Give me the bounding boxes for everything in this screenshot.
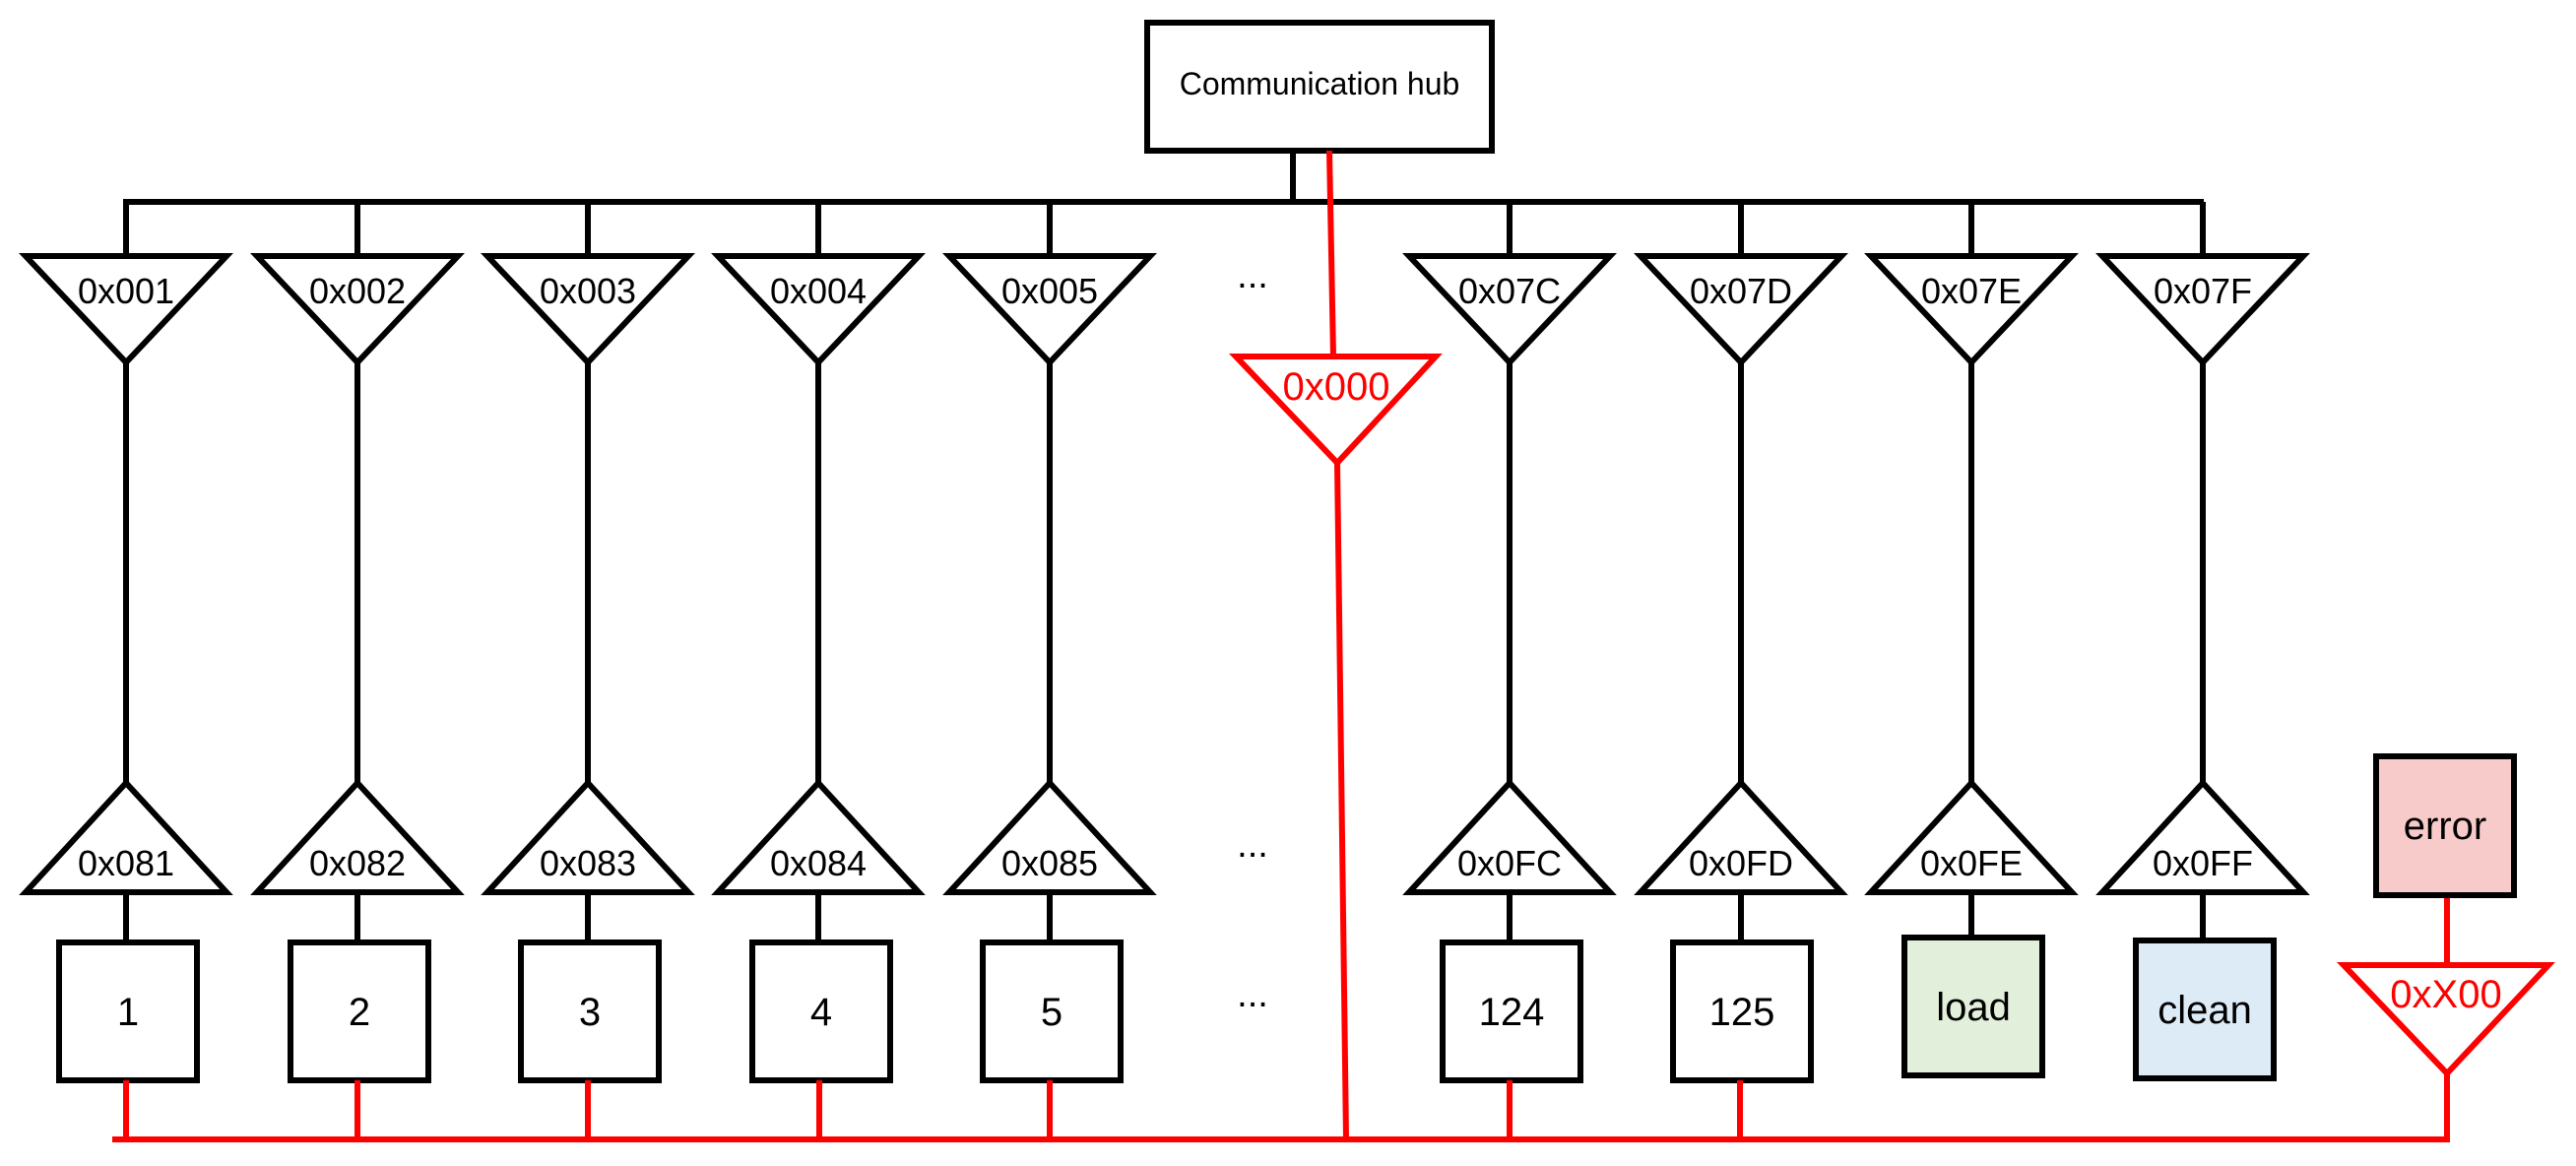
hub-label: Communication hub [1180, 66, 1460, 101]
rx-triangle-label: 0x084 [770, 843, 867, 883]
node-label: 3 [579, 991, 601, 1034]
tx-triangle [942, 253, 1157, 367]
tx-triangle-label: 0x07C [1458, 271, 1561, 311]
node-label: 124 [1479, 991, 1545, 1034]
node-label: 2 [349, 991, 370, 1034]
node-box [1901, 935, 2045, 1078]
node-label: 4 [810, 991, 832, 1034]
broadcast-label: 0x000 [1283, 365, 1390, 409]
node-label: clean [2157, 989, 2252, 1032]
node-label: 1 [117, 991, 139, 1034]
ellipsis-middle: ... [1237, 824, 1268, 866]
rx-triangle-label: 0x082 [309, 843, 406, 883]
channel-3: 0x003 0x083 3 [481, 202, 695, 1139]
error-triangle-label: 0xX00 [2390, 973, 2501, 1016]
tx-triangle-label: 0x001 [78, 271, 174, 311]
rx-triangle-label: 0x0FE [1920, 843, 2023, 883]
tx-triangle-label: 0x003 [540, 271, 636, 311]
channel-125: 0x07D 0x0FD 125 [1634, 202, 1848, 1139]
node-box [518, 939, 662, 1083]
error-box-label: error [2404, 805, 2486, 848]
broadcast-triangle: 0x000 [1228, 354, 1443, 468]
channels: 0x0010x08110x0020x08220x0030x08330x0040x… [19, 202, 2310, 1139]
channel-1: 0x001 0x081 1 [19, 202, 233, 1139]
tx-triangle-label: 0x07D [1690, 271, 1792, 311]
node-box [1670, 939, 1814, 1083]
rx-triangle-label: 0x083 [540, 843, 636, 883]
tx-triangle-label: 0x07F [2154, 271, 2252, 311]
node-box [980, 939, 1124, 1083]
tx-triangle [481, 253, 695, 367]
tx-triangle [250, 253, 465, 367]
tx-triangle [1634, 253, 1848, 367]
node-label: 5 [1041, 991, 1063, 1034]
channel-2: 0x002 0x082 2 [250, 202, 465, 1139]
tx-triangle-label: 0x002 [309, 271, 406, 311]
error-triangle: 0xX00 [2336, 962, 2555, 1078]
error-path [112, 150, 2450, 1142]
node-label: load [1936, 986, 2011, 1029]
channel-clean: 0x07F 0x0FF clean [2095, 202, 2310, 1081]
tx-triangle [2095, 253, 2310, 367]
tx-triangle [19, 253, 233, 367]
ellipsis-bottom: ... [1237, 974, 1268, 1015]
rx-triangle-label: 0x0FF [2153, 843, 2253, 883]
node-box [56, 939, 200, 1083]
ellipsis-top: ... [1237, 255, 1268, 296]
error-node: error [2373, 753, 2517, 898]
rx-triangle-label: 0x081 [78, 843, 174, 883]
channel-4: 0x004 0x084 4 [711, 202, 926, 1139]
channel-load: 0x07E 0x0FE load [1864, 202, 2079, 1078]
tx-triangle-label: 0x07E [1921, 271, 2022, 311]
node-label: 125 [1709, 991, 1775, 1034]
tx-triangle-label: 0x004 [770, 271, 867, 311]
channel-124: 0x07C 0x0FC 124 [1402, 202, 1617, 1139]
rx-triangle-label: 0x0FC [1457, 843, 1562, 883]
tx-triangle [1864, 253, 2079, 367]
tx-triangle [1402, 253, 1617, 367]
communication-hub: Communication hub [1144, 20, 1495, 154]
rx-triangle-label: 0x0FD [1689, 843, 1793, 883]
tx-triangle-label: 0x005 [1001, 271, 1098, 311]
rx-triangle-label: 0x085 [1001, 843, 1098, 883]
channel-5: 0x005 0x085 5 [942, 202, 1157, 1139]
tx-triangle [711, 253, 926, 367]
node-box [2133, 938, 2277, 1081]
